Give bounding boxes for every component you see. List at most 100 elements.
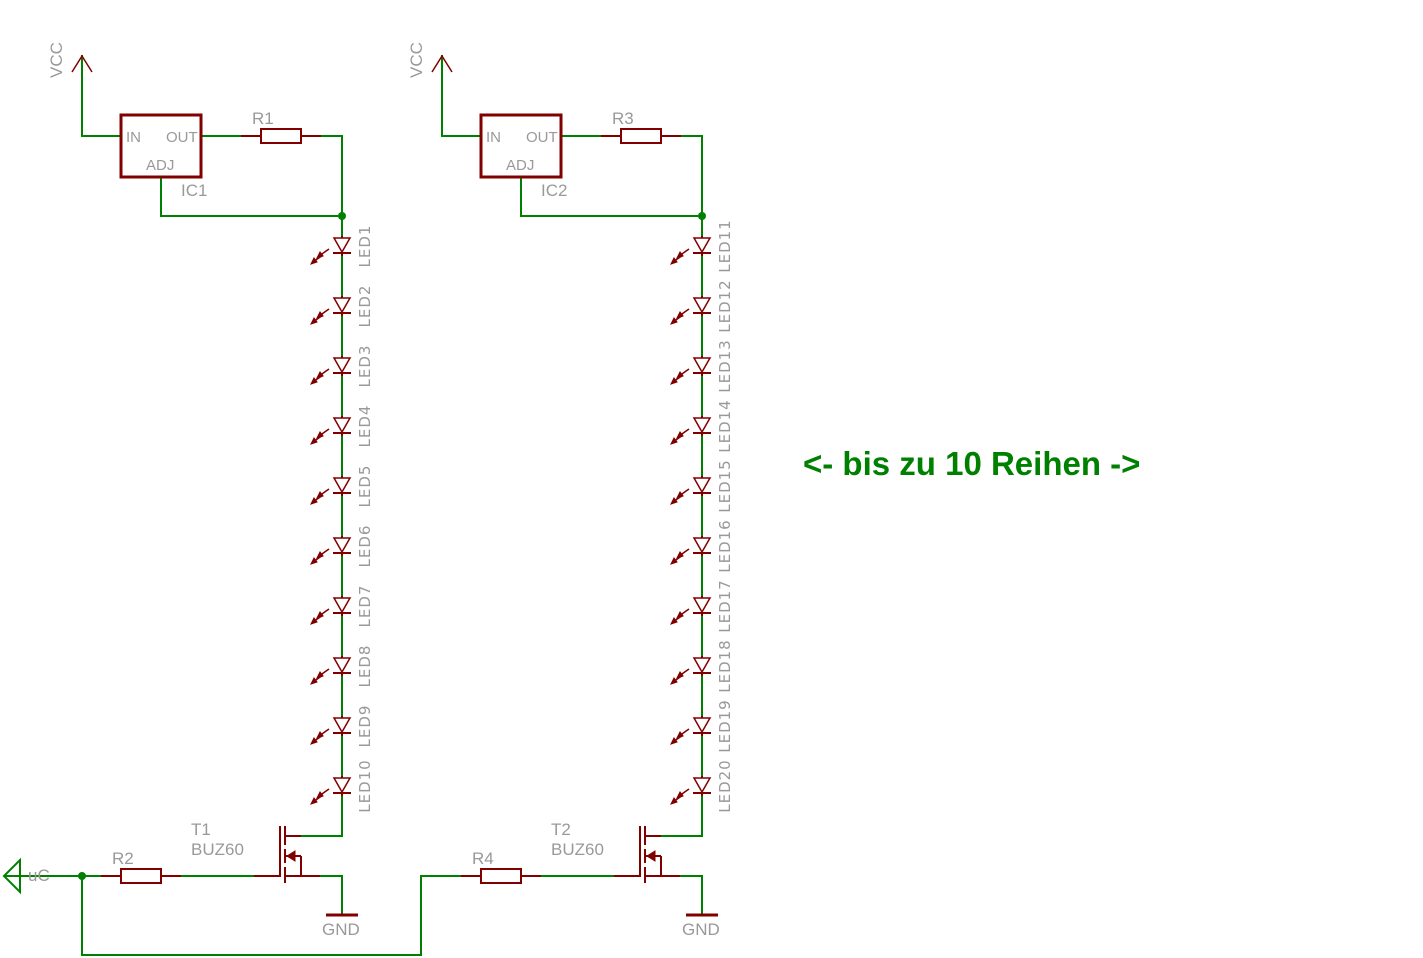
adj-wire — [520, 177, 702, 217]
led-diode-icon — [332, 477, 352, 494]
led-diode-icon — [692, 417, 712, 434]
led-label: LED20 — [716, 759, 734, 812]
led-label: LED11 — [716, 219, 734, 272]
led-label: LED15 — [716, 459, 734, 512]
led-label: LED6 — [356, 525, 374, 568]
uc-label: uC — [28, 866, 50, 885]
led-diode-icon — [332, 417, 352, 434]
vcc-arrow-icon — [71, 54, 93, 73]
node-wire — [321, 135, 343, 236]
vcc-label: VCC — [47, 42, 66, 78]
led-light-arrowhead — [310, 497, 318, 505]
mosfet-arrow-icon — [646, 850, 656, 862]
regulator-pin-out: OUT — [166, 129, 198, 146]
led-label: LED18 — [716, 639, 734, 692]
led-diode-icon — [332, 297, 352, 314]
led-light-arrowhead — [310, 257, 318, 265]
led-light-arrowhead — [670, 797, 678, 805]
led-light-arrowhead — [310, 617, 318, 625]
led-diode-icon — [332, 777, 352, 794]
led-light-arrowhead — [310, 797, 318, 805]
led-light-arrowhead — [670, 557, 678, 565]
led-label: LED10 — [356, 759, 374, 812]
adj-wire — [160, 177, 342, 217]
regulator-pin-in: IN — [486, 129, 501, 146]
led-light-arrowhead — [310, 317, 318, 325]
led-light-arrowhead — [670, 497, 678, 505]
source-wire — [320, 875, 343, 914]
regulator-pin-in: IN — [126, 129, 141, 146]
led-label: LED1 — [356, 225, 374, 268]
led-label: LED4 — [356, 405, 374, 448]
node-wire — [681, 135, 703, 236]
led-light-arrowhead — [670, 257, 678, 265]
led-light-arrowhead — [310, 557, 318, 565]
led-label: LED16 — [716, 519, 734, 572]
regulator-name: IC2 — [541, 181, 567, 200]
transistor-name: T1 — [191, 820, 211, 839]
led-label: LED5 — [356, 465, 374, 508]
led-diode-icon — [692, 537, 712, 554]
led-label: LED14 — [716, 399, 734, 452]
source-wire — [680, 875, 703, 914]
mosfet-arrow-icon — [286, 850, 296, 862]
resistor-gate-label: R4 — [472, 849, 494, 868]
led-label: LED7 — [356, 585, 374, 628]
transistor-name: T2 — [551, 820, 571, 839]
led-light-arrowhead — [310, 737, 318, 745]
led-diode-icon — [692, 717, 712, 734]
led-label: LED2 — [356, 285, 374, 328]
vcc-label: VCC — [407, 42, 426, 78]
link-wire — [81, 875, 461, 956]
led-diode-icon — [692, 237, 712, 254]
led-diode-icon — [332, 597, 352, 614]
led-light-arrowhead — [310, 677, 318, 685]
led-diode-icon — [332, 537, 352, 554]
drain-wire — [661, 796, 703, 837]
resistor-r3 — [620, 128, 662, 144]
led-label: LED12 — [716, 279, 734, 332]
drain-wire — [301, 796, 343, 837]
regulator-ic2 — [479, 113, 563, 179]
led-diode-icon — [692, 357, 712, 374]
led-diode-icon — [692, 297, 712, 314]
led-label: LED17 — [716, 579, 734, 632]
regulator-pin-adj: ADJ — [146, 157, 174, 174]
resistor-top-label: R3 — [612, 109, 634, 128]
node-junction-dot — [338, 212, 346, 220]
vcc-wire — [441, 55, 480, 137]
resistor-top-label: R1 — [252, 109, 274, 128]
led-diode-icon — [692, 657, 712, 674]
led-diode-icon — [332, 717, 352, 734]
gnd-label: GND — [322, 920, 360, 939]
regulator-pin-out: OUT — [526, 129, 558, 146]
led-diode-icon — [332, 237, 352, 254]
led-light-arrowhead — [670, 617, 678, 625]
led-light-arrowhead — [310, 377, 318, 385]
led-diode-icon — [692, 777, 712, 794]
gnd-label: GND — [682, 920, 720, 939]
led-light-arrowhead — [670, 437, 678, 445]
led-label: LED8 — [356, 645, 374, 688]
led-light-arrowhead — [670, 677, 678, 685]
led-label: LED9 — [356, 705, 374, 748]
note-text: <- bis zu 10 Reihen -> — [803, 445, 1140, 482]
led-label: LED13 — [716, 339, 734, 392]
led-light-arrowhead — [670, 737, 678, 745]
resistor-r1 — [260, 128, 302, 144]
led-diode-icon — [692, 477, 712, 494]
led-light-arrowhead — [670, 377, 678, 385]
led-light-arrowhead — [670, 317, 678, 325]
led-diode-icon — [332, 657, 352, 674]
vcc-wire — [81, 55, 120, 137]
led-diode-icon — [332, 357, 352, 374]
node-junction-dot — [698, 212, 706, 220]
components — [71, 54, 718, 917]
regulator-pin-adj: ADJ — [506, 157, 534, 174]
led-label: LED3 — [356, 345, 374, 388]
regulator-ic1 — [119, 113, 203, 179]
resistor-r2 — [120, 868, 162, 884]
transistor-value: BUZ60 — [551, 840, 604, 859]
